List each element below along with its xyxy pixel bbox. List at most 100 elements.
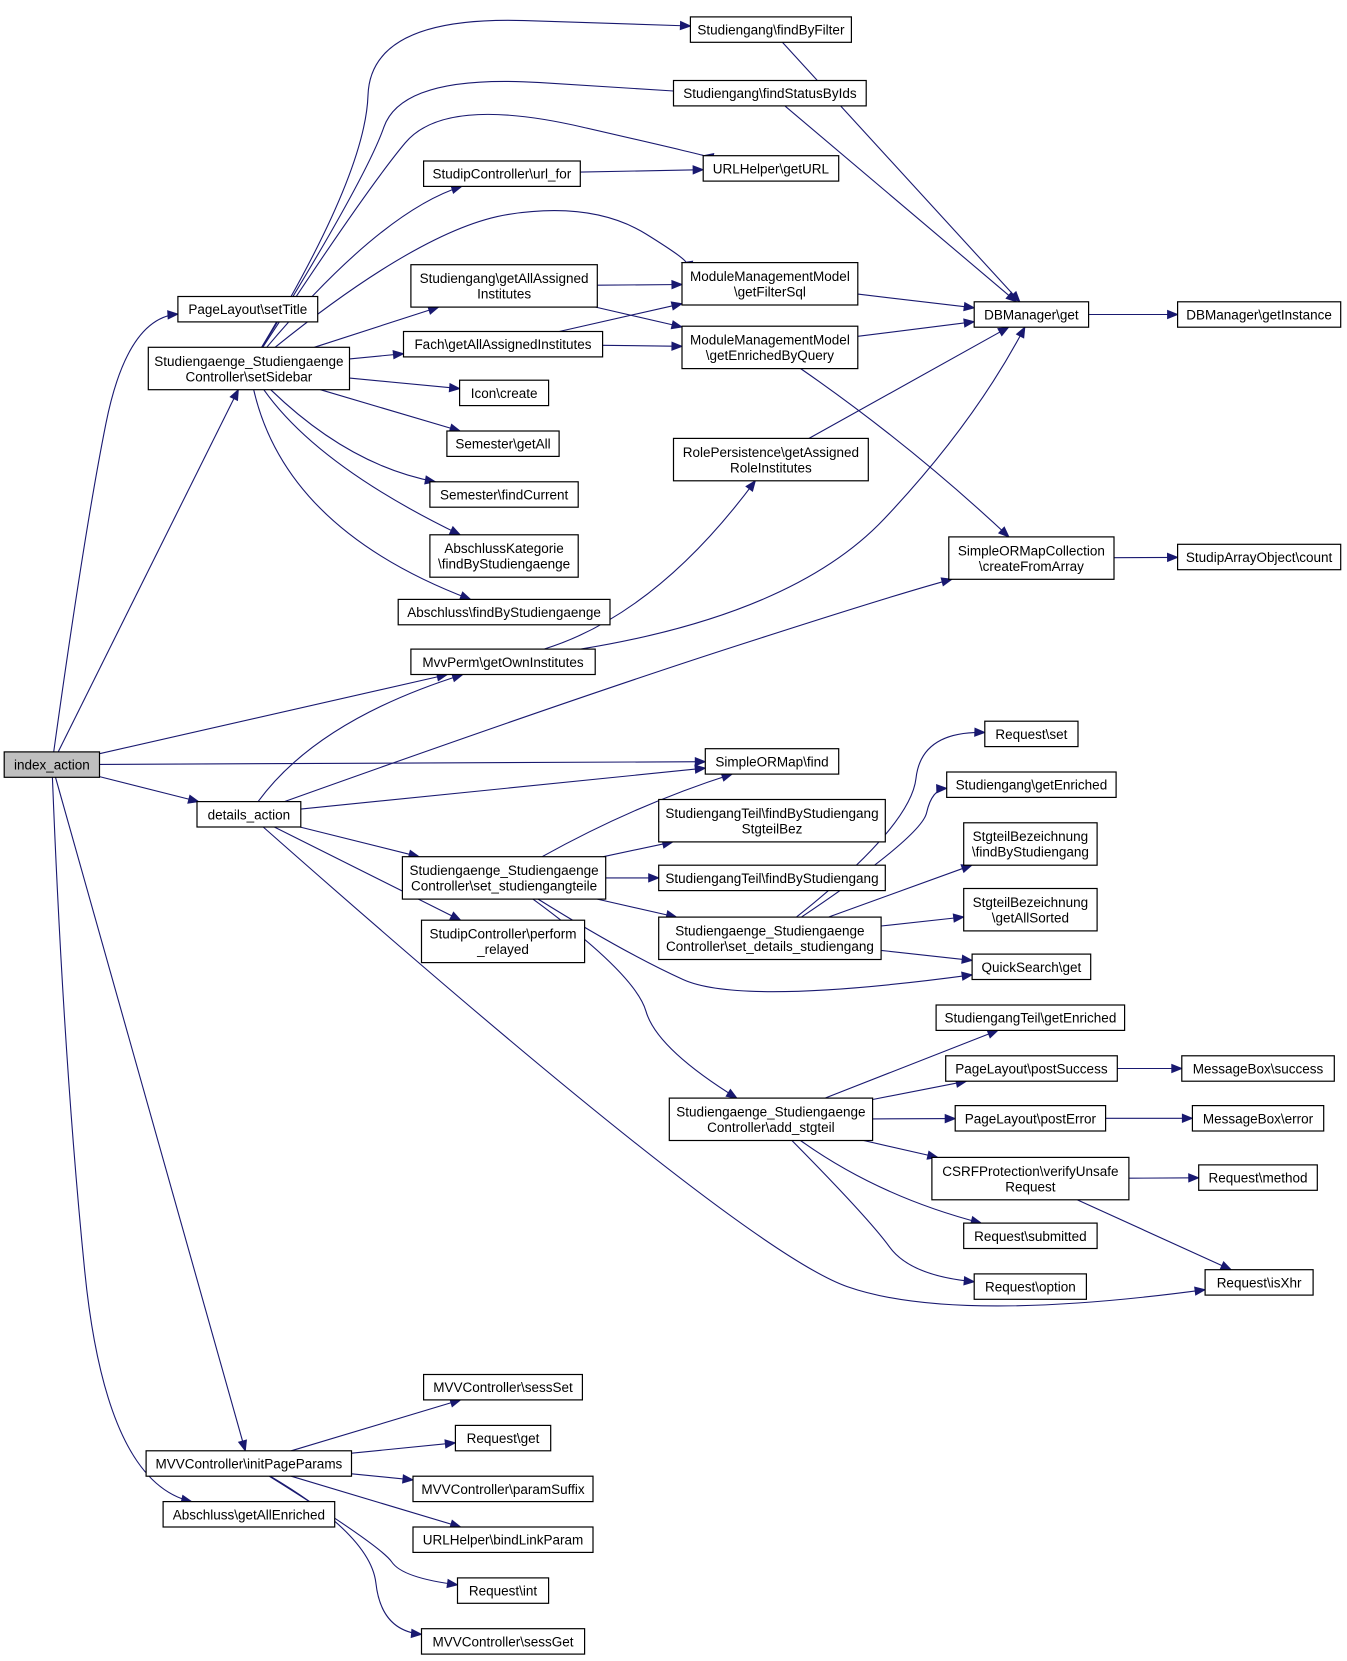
arrowhead <box>671 341 684 351</box>
arrowhead <box>974 727 987 737</box>
node-box <box>689 16 853 43</box>
node-stFindBySg[interactable]: StudiengangTeil\findByStudiengang <box>658 864 886 892</box>
node-reqSubmitted[interactable]: Request\submitted <box>963 1222 1098 1250</box>
node-reqInt[interactable]: Request\int <box>456 1577 550 1604</box>
node-fachGetAll[interactable]: Fach\getAllAssignedInstitutes <box>402 330 604 358</box>
node-findByFilter[interactable]: Studiengang\findByFilter <box>689 16 853 43</box>
node-details_action[interactable]: details_action <box>196 800 302 828</box>
node-mbSuccess[interactable]: MessageBox\success <box>1181 1055 1335 1082</box>
node-label: Controller\setSidebar <box>185 369 312 384</box>
edge-line <box>595 306 683 328</box>
node-label: Abschluss\findByStudiengaenge <box>407 605 601 620</box>
node-box <box>429 481 579 508</box>
node-sbSorted[interactable]: StgteilBezeichnung\getAllSorted <box>963 887 1098 932</box>
edge-setTeile-to-setDetails <box>597 898 678 920</box>
edge-index_action-to-ormFind <box>99 756 707 767</box>
node-reqOption[interactable]: Request\option <box>973 1273 1088 1300</box>
node-postSuccess[interactable]: PageLayout\postSuccess <box>945 1055 1118 1082</box>
node-label: RolePersistence\getAssigned <box>683 445 859 460</box>
edge-initParams-to-paramSuffix <box>351 1473 415 1484</box>
node-initParams[interactable]: MVVController\initPageParams <box>145 1450 353 1477</box>
edge-line <box>263 389 461 536</box>
edge-csrf-to-reqMethod <box>1128 1173 1201 1183</box>
edge-fachGetAll-to-getFilterSql <box>559 301 684 333</box>
node-label: Semester\findCurrent <box>440 488 569 503</box>
node-box <box>423 1373 584 1401</box>
node-sbFindBySg[interactable]: StgteilBezeichnung\findByStudiengang <box>963 822 1098 866</box>
node-mbError[interactable]: MessageBox\error <box>1191 1104 1325 1132</box>
edge-details_action-to-ownInst <box>257 673 464 802</box>
node-ormFind[interactable]: SimpleORMap\find <box>704 748 840 775</box>
node-label: RoleInstitutes <box>730 460 812 475</box>
edge-index_action-to-ownInst <box>99 672 449 755</box>
arrowhead <box>952 913 966 923</box>
node-addStgteil[interactable]: Studiengaenge_StudiengaengeController\ad… <box>668 1097 874 1142</box>
node-getFilterSql[interactable]: ModuleManagementModel\getFilterSql <box>681 262 859 306</box>
arrowhead <box>671 279 684 290</box>
node-label: AbschlussKategorie <box>444 541 563 556</box>
node-arrCount[interactable]: StudipArrayObject\count <box>1176 543 1342 571</box>
arrowhead <box>694 756 707 767</box>
edge-index_action-to-setSidebar <box>57 388 239 753</box>
node-sessGet[interactable]: MVVController\sessGet <box>420 1628 586 1655</box>
node-stgteilBez[interactable]: StudiengangTeil\findByStudiengangStgteil… <box>658 798 886 843</box>
arrowhead <box>1219 1261 1233 1271</box>
node-ormCreate[interactable]: SimpleORMapCollection\createFromArray <box>948 536 1115 580</box>
edge-line <box>863 1139 938 1158</box>
node-iconCreate[interactable]: Icon\create <box>459 379 550 407</box>
node-box <box>397 598 611 626</box>
arrowhead <box>936 783 949 794</box>
node-box <box>446 430 560 457</box>
node-sessSet[interactable]: MVVController\sessSet <box>423 1373 584 1401</box>
node-box <box>704 748 840 775</box>
node-semGetAll[interactable]: Semester\getAll <box>446 430 560 457</box>
node-setTeile[interactable]: Studiengaenge_StudiengaengeController\se… <box>401 856 607 900</box>
node-perfRelayed[interactable]: StudipController\perform_relayed <box>420 919 586 964</box>
node-label: Controller\add_stgteil <box>707 1120 835 1135</box>
node-url_for[interactable]: StudipController\url_for <box>423 160 581 187</box>
node-postError[interactable]: PageLayout\postError <box>954 1104 1107 1132</box>
node-dbGet[interactable]: DBManager\get <box>973 301 1090 328</box>
edge-line <box>99 674 448 755</box>
edge-getEnrichedByQuery-to-dbGet <box>857 318 976 337</box>
node-stEnriched[interactable]: StudiengangTeil\getEnriched <box>935 1004 1126 1031</box>
edge-setTeile-to-qsGet <box>537 898 974 993</box>
node-qsGet[interactable]: QuickSearch\get <box>971 953 1092 981</box>
node-reqGet[interactable]: Request\get <box>454 1424 552 1452</box>
edge-line <box>857 293 975 309</box>
node-dbGetInstance[interactable]: DBManager\getInstance <box>1176 301 1342 328</box>
node-roleInst[interactable]: RolePersistence\getAssignedRoleInstitute… <box>672 437 869 482</box>
node-ownInst[interactable]: MvvPerm\getOwnInstitutes <box>410 648 596 676</box>
arrowhead <box>1181 1113 1194 1124</box>
node-reqSet[interactable]: Request\set <box>984 720 1079 748</box>
node-getEnrichedByQuery[interactable]: ModuleManagementModel\getEnrichedByQuery <box>681 325 859 370</box>
edge-setTeile-to-stgteilBez <box>603 839 675 858</box>
node-index_action[interactable]: index_action <box>3 751 101 778</box>
node-setTitle[interactable]: PageLayout\setTitle <box>177 295 319 323</box>
node-sgEnriched[interactable]: Studiengang\getEnriched <box>946 771 1117 798</box>
node-label: Semester\getAll <box>455 437 550 452</box>
node-semFindCurrent[interactable]: Semester\findCurrent <box>429 481 579 508</box>
node-abFind[interactable]: Abschluss\findByStudiengaenge <box>397 598 611 626</box>
node-sgGetAllAssigned[interactable]: Studiengang\getAllAssignedInstitutes <box>410 264 598 308</box>
node-box <box>420 919 586 964</box>
node-label: Request\int <box>469 1584 538 1599</box>
node-getURL[interactable]: URLHelper\getURL <box>702 155 840 182</box>
edge-line <box>808 326 1009 439</box>
edge-line <box>349 377 460 390</box>
edge-line <box>1076 1199 1232 1271</box>
node-bindLink[interactable]: URLHelper\bindLinkParam <box>412 1526 594 1553</box>
node-box <box>196 800 302 828</box>
node-box <box>984 720 1079 748</box>
node-reqMethod[interactable]: Request\method <box>1198 1164 1318 1191</box>
node-abAllEnriched[interactable]: Abschluss\getAllEnriched <box>162 1500 336 1528</box>
node-reqIsXhr[interactable]: Request\isXhr <box>1204 1269 1314 1296</box>
node-paramSuffix[interactable]: MVVController\paramSuffix <box>412 1475 594 1503</box>
node-findStatusByIds[interactable]: Studiengang\findStatusByIds <box>672 79 867 107</box>
node-setSidebar[interactable]: Studiengaenge_StudiengaengeController\se… <box>147 346 351 391</box>
node-abKat[interactable]: AbschlussKategorie\findByStudiengaenge <box>429 534 579 578</box>
node-label: \findByStudiengang <box>972 845 1089 860</box>
node-setDetails[interactable]: Studiengaenge_StudiengaengeController\se… <box>658 916 882 961</box>
node-box <box>658 798 886 843</box>
